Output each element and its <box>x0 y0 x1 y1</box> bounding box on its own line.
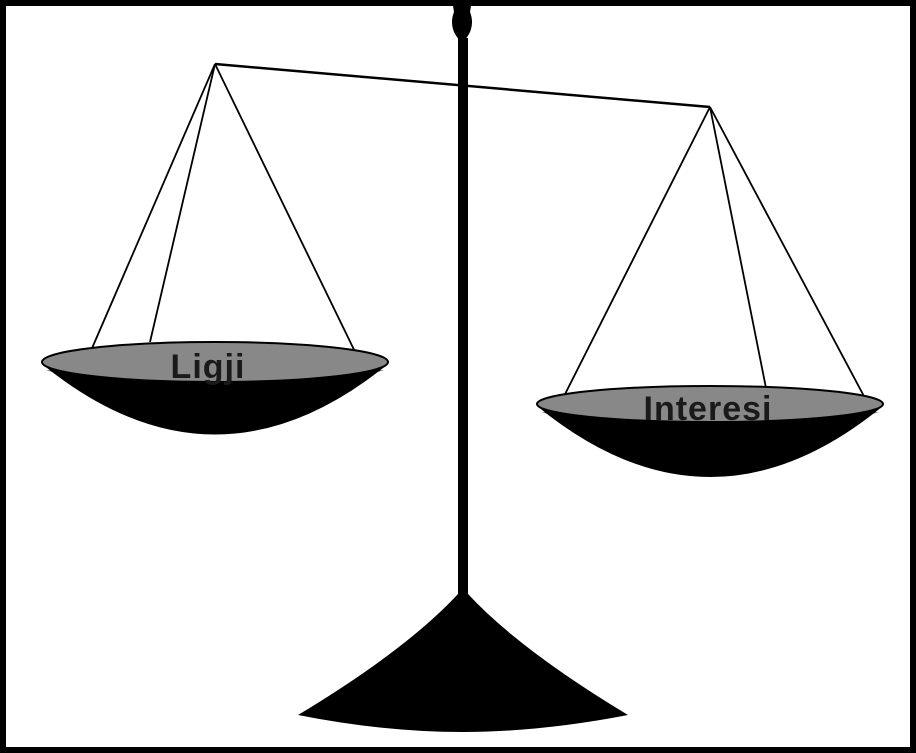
scale-base <box>298 594 628 732</box>
left-pan: Ligji <box>42 342 388 435</box>
left-pan-strings <box>80 64 360 376</box>
left-pan-label: Ligji <box>171 348 246 386</box>
right-pan-label: Interesi <box>644 390 773 428</box>
right-pan-strings <box>555 107 866 414</box>
right-pan: Interesi <box>537 386 883 477</box>
finial <box>452 0 472 42</box>
central-pole <box>458 38 468 604</box>
